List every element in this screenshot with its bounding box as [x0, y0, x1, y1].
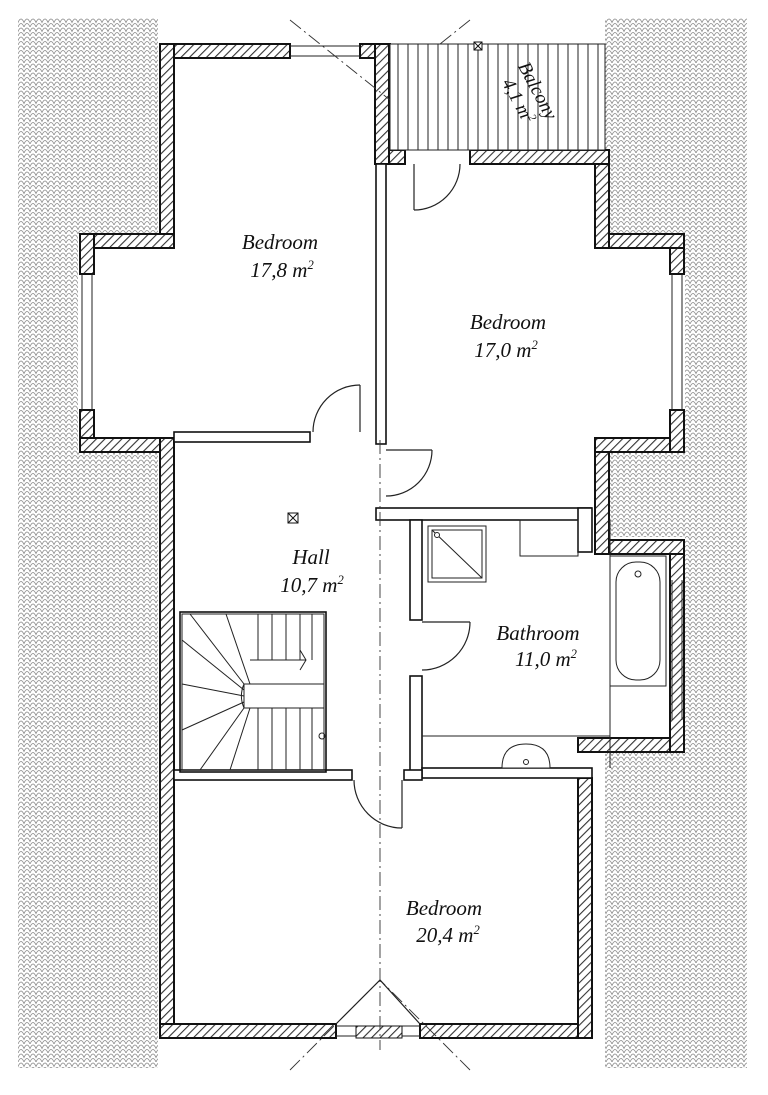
- bathroom-area: 11,0 m: [515, 647, 571, 671]
- bathtub-icon: [609, 555, 667, 687]
- door-swing-icon: [421, 621, 471, 671]
- door-swing-icon: [312, 384, 361, 433]
- bedroom-s-area: 20,4 m: [416, 923, 473, 947]
- bathroom-name: Bathroom: [496, 621, 579, 645]
- bedroom-nw-name: Bedroom: [242, 230, 318, 254]
- shower-icon: [427, 525, 487, 583]
- svg-text:17,0 m2: 17,0 m2: [474, 338, 538, 362]
- windows: [81, 45, 683, 1039]
- balcony: [389, 41, 606, 151]
- svg-text:17,8 m2: 17,8 m2: [250, 258, 314, 282]
- svg-text:20,4 m2: 20,4 m2: [416, 923, 480, 947]
- hall-name: Hall: [291, 545, 330, 569]
- bathroom-fixtures: [422, 519, 667, 769]
- washbasin-icon: [501, 743, 551, 769]
- svg-text:11,0 m2: 11,0 m2: [515, 647, 578, 671]
- ventilation-icon: [287, 512, 299, 524]
- outer-walls: [79, 43, 685, 1039]
- door-swing-icon: [353, 779, 403, 829]
- stairs-arrow-icon: [299, 649, 307, 671]
- door-swing-icon: [335, 979, 421, 1025]
- doors: [312, 163, 471, 1025]
- bedroom-ne-name: Bedroom: [470, 310, 546, 334]
- bedroom-s-name: Bedroom: [406, 896, 482, 920]
- svg-text:10,7 m2: 10,7 m2: [280, 573, 344, 597]
- bedroom-ne-area: 17,0 m: [474, 338, 531, 362]
- room-labels: Bedroom 17,8 m2 Bedroom 17,0 m2 Hall 10,…: [242, 58, 580, 947]
- door-swing-icon: [385, 449, 433, 497]
- stairs: [181, 613, 326, 771]
- bedroom-nw-area: 17,8 m: [250, 258, 307, 282]
- interior-walls: [173, 163, 593, 781]
- hall-area: 10,7 m: [280, 573, 337, 597]
- door-swing-icon: [413, 163, 461, 211]
